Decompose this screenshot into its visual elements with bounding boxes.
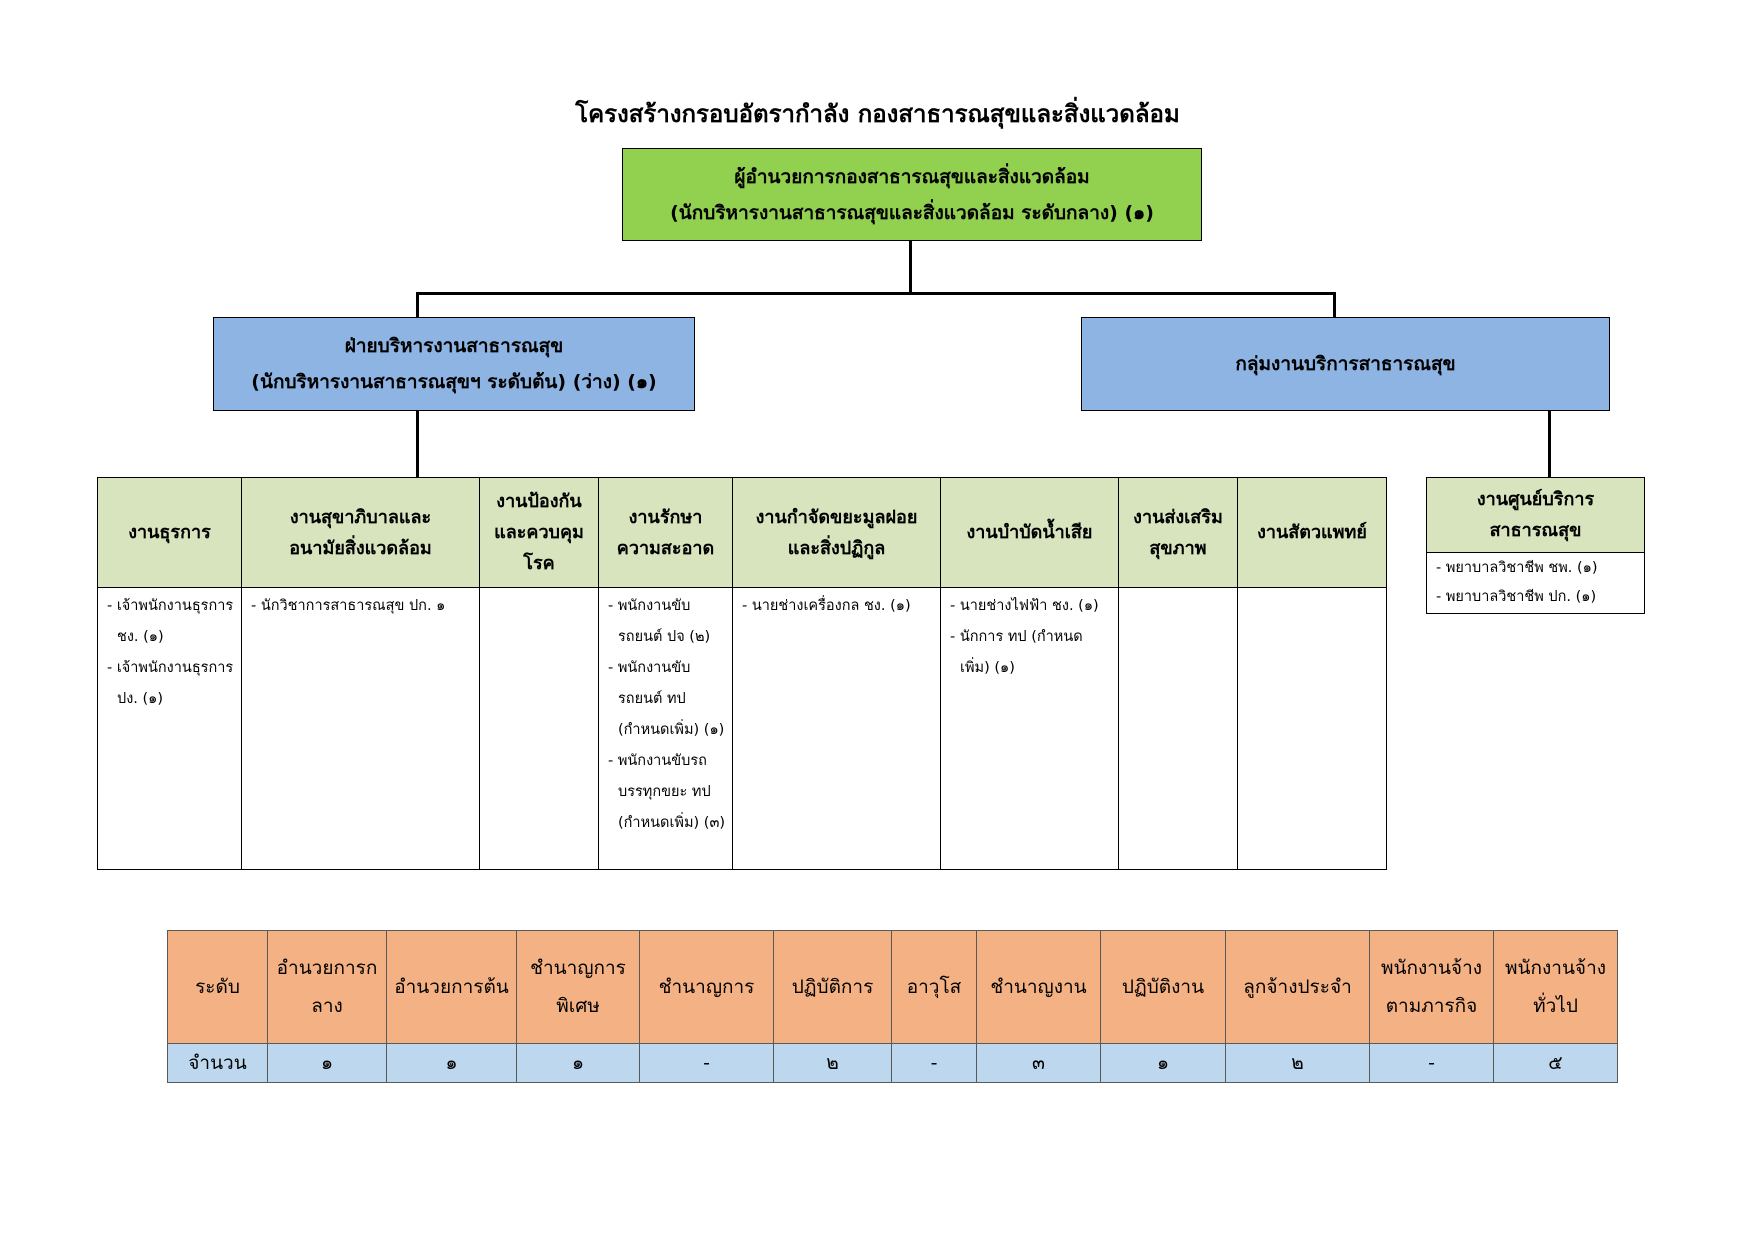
unit-header-4: งานกำจัดขยะมูลฝอยและสิ่งปฏิกูล	[732, 477, 941, 588]
unit-header-3: งานรักษาความสะอาด	[598, 477, 733, 588]
level-count: ๑	[267, 1043, 387, 1083]
level-header: ปฏิบัติการ	[773, 930, 892, 1044]
service-unit-table: งานศูนย์บริการสาธารณสุข - พยาบาลวิชาชีพ …	[1426, 477, 1645, 614]
service-division-title: กลุ่มงานบริการสาธารณสุข	[1235, 353, 1456, 375]
service-division-box: กลุ่มงานบริการสาธารณสุข	[1081, 317, 1610, 411]
unit-staff-5: - นายช่างไฟฟ้า ชง. (๑) - นักการ ทป (กำหน…	[940, 587, 1119, 870]
level-header: ชำนาญงาน	[976, 930, 1101, 1044]
connector-director-down	[909, 241, 912, 293]
staff-item: - นักการ ทป (กำหนดเพิ่ม) (๑)	[950, 629, 1083, 676]
level-header: พนักงานจ้างตามภารกิจ	[1369, 930, 1494, 1044]
connector-horizontal-top	[416, 292, 1336, 295]
levels-table: ระดับ อำนวยการกลาง อำนวยการต้น ชำนาญการพ…	[167, 930, 1618, 1083]
connector-to-service-division	[1333, 292, 1336, 318]
connector-admin-to-units	[416, 411, 419, 477]
service-unit-staff: - พยาบาลวิชาชีพ ชพ. (๑) - พยาบาลวิชาชีพ …	[1426, 552, 1645, 614]
unit-header-5: งานบำบัดน้ำเสีย	[940, 477, 1119, 588]
unit-staff-2	[479, 587, 599, 870]
director-box: ผู้อำนวยการกองสาธารณสุขและสิ่งแวดล้อม (น…	[622, 148, 1202, 241]
staff-item: - นักวิชาการสาธารณสุข ปก. ๑	[251, 598, 446, 614]
level-count: -	[639, 1043, 774, 1083]
level-header: อำนวยการกลาง	[267, 930, 387, 1044]
unit-staff-1: - นักวิชาการสาธารณสุข ปก. ๑	[241, 587, 480, 870]
staff-item: - พนักงานขับรถยนต์ ปจ (๒)	[608, 598, 711, 645]
level-count: ๒	[773, 1043, 892, 1083]
level-count: ๕	[1493, 1043, 1618, 1083]
unit-header-2: งานป้องกันและควบคุมโรค	[479, 477, 599, 588]
director-title: ผู้อำนวยการกองสาธารณสุขและสิ่งแวดล้อม	[734, 165, 1090, 188]
levels-row-label: ระดับ	[167, 930, 268, 1044]
unit-header-6: งานส่งเสริมสุขภาพ	[1118, 477, 1238, 588]
unit-header-1: งานสุขาภิบาลและอนามัยสิ่งแวดล้อม	[241, 477, 480, 588]
unit-staff-6	[1118, 587, 1238, 870]
level-header: ปฏิบัติงาน	[1100, 930, 1226, 1044]
level-header: พนักงานจ้างทั่วไป	[1493, 930, 1618, 1044]
unit-header-0: งานธุรการ	[97, 477, 242, 588]
staff-item: - นายช่างเครื่องกล ชง. (๑)	[742, 598, 911, 614]
unit-staff-7	[1237, 587, 1387, 870]
staff-item: - เจ้าพนักงานธุรการ ชง. (๑)	[107, 598, 234, 645]
staff-item: - พนักงานขับรถบรรทุกขยะ ทป (กำหนดเพิ่ม) …	[608, 753, 726, 831]
staff-item: - พนักงานขับรถยนต์ ทป (กำหนดเพิ่ม) (๑)	[608, 660, 725, 738]
level-count: ๒	[1225, 1043, 1370, 1083]
unit-header-7: งานสัตวแพทย์	[1237, 477, 1387, 588]
level-count: ๓	[976, 1043, 1101, 1083]
levels-count-label: จำนวน	[167, 1043, 268, 1083]
level-count: -	[891, 1043, 977, 1083]
admin-division-position: (นักบริหารงานสาธารณสุขฯ ระดับต้น) (ว่าง)…	[251, 371, 657, 393]
staff-item: - นายช่างไฟฟ้า ชง. (๑)	[950, 598, 1099, 614]
level-count: ๑	[386, 1043, 517, 1083]
admin-division-box: ฝ่ายบริหารงานสาธารณสุข (นักบริหารงานสาธา…	[213, 317, 695, 411]
staff-item: - เจ้าพนักงานธุรการ ปง. (๑)	[107, 660, 234, 707]
level-header: อาวุโส	[891, 930, 977, 1044]
service-unit-header: งานศูนย์บริการสาธารณสุข	[1426, 477, 1645, 553]
unit-staff-4: - นายช่างเครื่องกล ชง. (๑)	[732, 587, 941, 870]
units-table: งานธุรการ งานสุขาภิบาลและอนามัยสิ่งแวดล้…	[97, 477, 1387, 870]
staff-item: - พยาบาลวิชาชีพ ปก. (๑)	[1436, 589, 1597, 605]
level-header: ชำนาญการ	[639, 930, 774, 1044]
admin-division-title: ฝ่ายบริหารงานสาธารณสุข	[344, 335, 564, 357]
level-count: ๑	[516, 1043, 640, 1083]
connector-to-admin-division	[416, 292, 419, 318]
level-count: ๑	[1100, 1043, 1226, 1083]
level-header: ลูกจ้างประจำ	[1225, 930, 1370, 1044]
level-count: -	[1369, 1043, 1494, 1083]
unit-staff-0: - เจ้าพนักงานธุรการ ชง. (๑) - เจ้าพนักงา…	[97, 587, 242, 870]
director-position: (นักบริหารงานสาธารณสุขและสิ่งแวดล้อม ระด…	[670, 201, 1154, 224]
page-title: โครงสร้างกรอบอัตรากำลัง กองสาธารณสุขและส…	[575, 100, 1180, 128]
staff-item: - พยาบาลวิชาชีพ ชพ. (๑)	[1436, 560, 1598, 576]
connector-service-to-unit	[1548, 411, 1551, 477]
level-header: อำนวยการต้น	[386, 930, 517, 1044]
level-header: ชำนาญการพิเศษ	[516, 930, 640, 1044]
unit-staff-3: - พนักงานขับรถยนต์ ปจ (๒) - พนักงานขับรถ…	[598, 587, 733, 870]
